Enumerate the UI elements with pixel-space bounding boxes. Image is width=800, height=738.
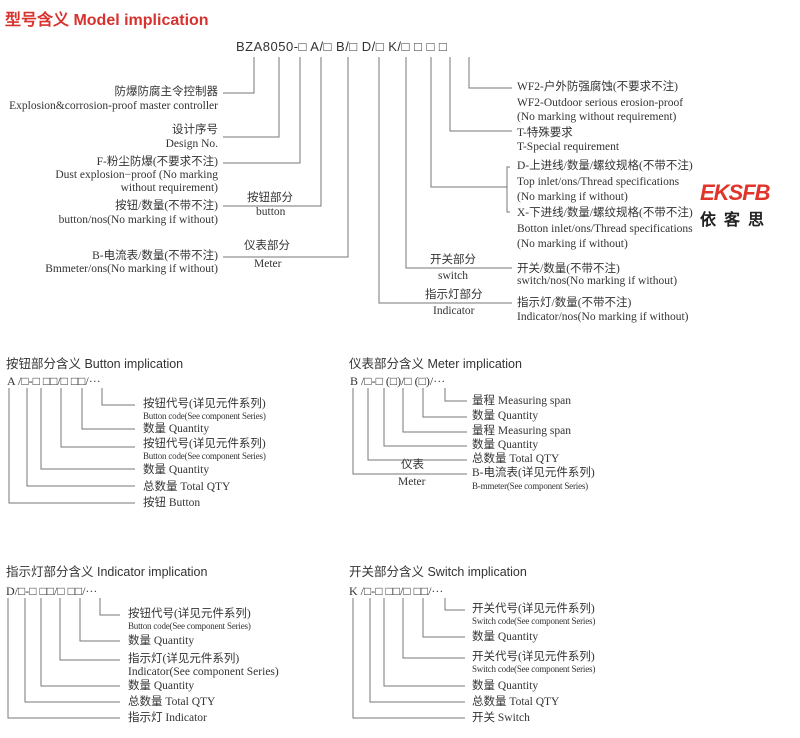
label: 总数量 Total QTY: [472, 696, 560, 708]
label-cn: 按钮/数量(不带不注): [115, 200, 218, 212]
label: Indicator(See component Series): [128, 666, 279, 678]
label-en: Indicator/nos(No marking if without): [517, 311, 689, 323]
meter-part-en: Meter: [254, 258, 282, 270]
label: 按钮 Button: [143, 497, 201, 509]
eksfb-logo: EKSFB 依客思: [700, 180, 792, 230]
label: 按钮代号(详见元件系列): [143, 398, 266, 410]
indicator-code: D/□-□ □□/□ □□/···: [6, 584, 98, 598]
label: 开关代号(详见元件系列): [472, 651, 595, 663]
label-en: Botton inlet/ons/Thread specifications: [517, 223, 693, 235]
label: 总数量 Total QTY: [472, 453, 560, 465]
label-en: Bmmeter/ons(No marking if without): [45, 263, 218, 275]
meter-code: B /□-□ (□)/□ (□)/···: [350, 374, 446, 388]
label: Button code(See component Series): [143, 451, 266, 461]
label-en: Design No.: [165, 138, 218, 150]
label-en: T-Special requirement: [517, 141, 620, 153]
label-cn: B-电流表/数量(不带不注): [92, 250, 218, 262]
indicator-part-cn: 指示灯部分: [425, 289, 483, 301]
label: 指示灯 Indicator: [128, 712, 207, 724]
label: 数量 Quantity: [472, 439, 539, 451]
label-cn: X-下进线/数量/螺纹规格(不带不注): [517, 207, 693, 219]
label: 指示灯(详见元件系列): [128, 653, 240, 665]
label-cn: D-上进线/数量/螺纹规格(不带不注): [517, 160, 693, 172]
label: 量程 Measuring span: [472, 425, 572, 437]
label: 量程 Measuring span: [472, 395, 572, 407]
label-cn: T-特殊要求: [517, 127, 573, 139]
label-cn: 开关/数量(不带不注): [517, 263, 620, 275]
switch-part-en: switch: [438, 270, 469, 282]
meter-section-title: 仪表部分含义 Meter implication: [349, 357, 522, 371]
button-section-title: 按钮部分含义 Button implication: [6, 357, 184, 371]
label-cn: F-粉尘防爆(不要求不注): [96, 156, 218, 168]
button-part-cn: 按钮部分: [247, 192, 293, 204]
meter-part-cn: 仪表: [401, 459, 424, 471]
switch-code: K /□-□ □□/□ □□/···: [349, 584, 444, 598]
switch-part-cn: 开关部分: [430, 254, 476, 266]
label-en: (No marking if without): [517, 191, 628, 203]
label-cn: 指示灯/数量(不带不注): [517, 297, 632, 309]
switch-section-title: 开关部分含义 Switch implication: [349, 565, 527, 579]
label: 数量 Quantity: [472, 631, 539, 643]
label: Button code(See component Series): [128, 621, 251, 631]
label: Button code(See component Series): [143, 411, 266, 421]
logo-en: EKSFB: [700, 180, 771, 205]
label-en: (No marking without requirement): [517, 111, 677, 123]
page-title: 型号含义 Model implication: [5, 12, 209, 29]
label: B-mmeter(See component Series): [472, 481, 588, 491]
label-en: WF2-Outdoor serious erosion-proof: [517, 97, 684, 109]
label-en: button/nos(No marking if without): [58, 214, 218, 226]
button-code: A /□-□ □□/□ □□/···: [7, 374, 101, 388]
label: 按钮代号(详见元件系列): [128, 608, 251, 620]
label: 数量 Quantity: [143, 423, 210, 435]
label-cn: 设计序号: [172, 124, 218, 136]
label: Switch code(See component Series): [472, 616, 596, 626]
label-en: Explosion&corrosion-proof master control…: [9, 100, 218, 112]
label-en: Dust explosion−proof (No marking: [55, 169, 218, 181]
label-en: (No marking if without): [517, 238, 628, 250]
label-en: without requirement): [120, 182, 218, 194]
label: 总数量 Total QTY: [128, 696, 216, 708]
label: 按钮代号(详见元件系列): [143, 438, 266, 450]
label: Switch code(See component Series): [472, 664, 596, 674]
label-en: Top inlet/ons/Thread specifications: [517, 176, 680, 188]
label-en: switch/nos(No marking if without): [517, 275, 678, 287]
label-cn: 防爆防腐主令控制器: [114, 86, 219, 98]
meter-part-en: Meter: [398, 476, 426, 488]
label: 数量 Quantity: [143, 464, 210, 476]
label: 数量 Quantity: [472, 680, 539, 692]
logo-cn: 依客思: [700, 212, 773, 229]
label: 开关 Switch: [472, 712, 530, 724]
model-code: BZA8050-□ A/□ B/□ D/□ K/□ □ □ □: [236, 39, 448, 54]
label: 总数量 Total QTY: [143, 481, 231, 493]
label: 开关代号(详见元件系列): [472, 603, 595, 615]
label-cn: WF2-户外防强腐蚀(不要求不注): [517, 81, 678, 93]
indicator-section-title: 指示灯部分含义 Indicator implication: [6, 565, 208, 579]
meter-part-cn: 仪表部分: [244, 240, 290, 252]
label: 数量 Quantity: [128, 680, 195, 692]
label: 数量 Quantity: [472, 410, 539, 422]
indicator-part-en: Indicator: [433, 305, 475, 317]
label: 数量 Quantity: [128, 635, 195, 647]
label: B-电流表(详见元件系列): [472, 467, 595, 479]
button-part-en: button: [256, 206, 286, 218]
